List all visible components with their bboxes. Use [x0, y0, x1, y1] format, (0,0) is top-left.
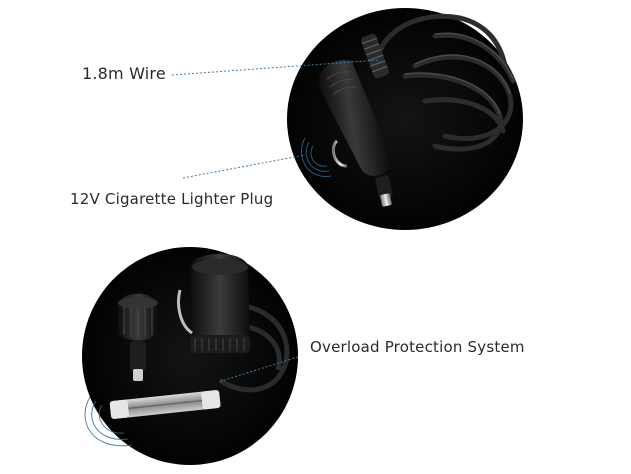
cigarette-plug-label: 12V Cigarette Lighter Plug	[70, 190, 274, 208]
wire-length-label: 1.8m Wire	[82, 64, 166, 83]
wire-callout-line	[171, 59, 381, 76]
fuse-photo	[82, 247, 298, 465]
overload-callout-line	[217, 356, 299, 383]
plug-callout-line	[182, 154, 306, 179]
overload-protection-label: Overload Protection System	[310, 338, 525, 356]
car-plug-photo	[287, 8, 523, 230]
